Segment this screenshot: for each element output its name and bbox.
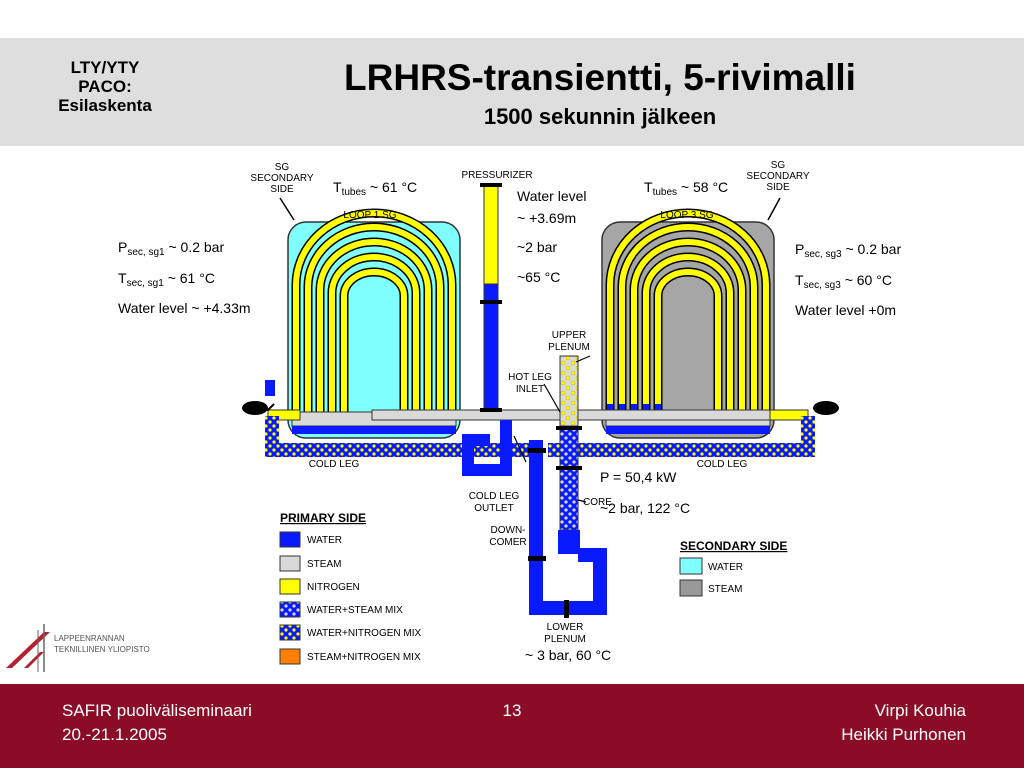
lower-plenum-state: ~ 3 bar, 60 °C: [525, 647, 611, 663]
legend-label: WATER: [708, 562, 743, 573]
legend-swatch-water: [279, 531, 301, 548]
pressurizer-water-level-value: ~ +3.69m: [517, 210, 576, 226]
cold-leg-outlet-loop-seal: [462, 420, 512, 476]
page-number: 13: [502, 701, 522, 720]
footer-event: SAFIR puoliväliseminaari: [62, 701, 252, 720]
legend-label: WATER+STEAM MIX: [307, 605, 403, 616]
downcomer-lower-plenum: [529, 440, 607, 615]
loop1-steam-generator: [287, 208, 461, 439]
core-power: P = 50,4 kW: [600, 469, 677, 485]
loop3-hot-leg-nitrogen: [769, 409, 809, 421]
pressurizer-temperature: ~65 °C: [517, 269, 560, 285]
loop1-hot-leg: [371, 409, 563, 421]
sg3-water-level: Water level +0m: [795, 302, 896, 318]
legend-label: WATER: [307, 535, 342, 546]
footer-author2: Heikki Purhonen: [841, 725, 966, 744]
pressurizer: [480, 183, 502, 412]
cold-leg-label-left: COLD LEG: [309, 459, 360, 470]
downcomer-label: DOWN-COMER: [489, 525, 526, 548]
title-bar: [0, 38, 1024, 146]
legend-swatch-steam: [279, 555, 301, 572]
legend-swatch-nitrogen: [279, 578, 301, 595]
legend-swatch-water-nitrogen: [279, 624, 301, 641]
logo-mark: [6, 632, 50, 668]
loop1-pump-seal: [265, 380, 275, 396]
legend-swatch-sec-steam: [679, 579, 703, 597]
legend-label: WATER+NITROGEN MIX: [307, 628, 422, 639]
pressurizer-pressure: ~2 bar: [517, 239, 557, 255]
footer-bar: SAFIR puoliväliseminaari 20.-21.1.2005 1…: [0, 684, 1024, 768]
legend-label: NITROGEN: [307, 582, 360, 593]
slide-title: LRHRS-transientti, 5-rivimalli: [344, 57, 856, 98]
slide-subtitle: 1500 sekunnin jälkeen: [483, 104, 717, 129]
core-state: ~2 bar, 122 °C: [600, 500, 690, 516]
legend-swatch-steam-nitrogen: [279, 648, 301, 665]
university-logo: LAPPEENRANNAN TEKNILLINEN YLIOPISTO: [6, 624, 150, 672]
tubes-temperature-right: Ttubes ~ 58 °C: [644, 179, 728, 198]
legend-label: STEAM: [708, 584, 742, 595]
header-left-line3: Esilaskenta: [58, 96, 152, 115]
primary-side-legend: PRIMARY SIDE WATER STEAM NITROGEN WATER+…: [279, 511, 422, 665]
logo-text-line1: LAPPEENRANNAN: [54, 634, 125, 643]
loop1-pump: [242, 401, 268, 415]
sg3-temperature: Tsec, sg3 ~ 60 °C: [795, 272, 892, 291]
loop1-sg-label: LOOP 1 SG: [343, 210, 396, 221]
sg1-pressure: Psec, sg1 ~ 0.2 bar: [118, 239, 224, 258]
sg1-temperature: Tsec, sg1 ~ 61 °C: [118, 270, 215, 289]
core: [559, 425, 579, 531]
legend-label: STEAM+NITROGEN MIX: [307, 652, 421, 663]
secondary-side-legend: SECONDARY SIDE WATER STEAM: [679, 539, 787, 597]
sg3-pressure: Psec, sg3 ~ 0.2 bar: [795, 241, 901, 260]
loop3-pump: [813, 401, 839, 415]
pressurizer-water-level: Water level: [517, 188, 587, 204]
secondary-legend-title: SECONDARY SIDE: [680, 539, 787, 553]
legend-swatch-water-steam: [279, 601, 301, 618]
logo-text-line2: TEKNILLINEN YLIOPISTO: [54, 645, 150, 654]
header-left-line2: PACO:: [78, 77, 132, 96]
tubes-temperature-left: Ttubes ~ 61 °C: [333, 179, 417, 198]
upper-plenum: [559, 355, 579, 427]
core-label: CORE: [583, 497, 612, 508]
loop1-hot-leg-nitrogen: [267, 409, 301, 421]
legend-label: STEAM: [307, 559, 341, 570]
loop3-steam-generator: [601, 208, 775, 439]
loop3-cold-leg: [548, 416, 815, 457]
loop3-sg-label: LOOP 3 SG: [660, 210, 713, 221]
footer-date: 20.-21.1.2005: [62, 725, 167, 744]
cold-leg-label-right: COLD LEG: [697, 459, 748, 470]
pressurizer-label: PRESSURIZER: [461, 170, 532, 181]
primary-legend-title: PRIMARY SIDE: [280, 511, 366, 525]
footer-author1: Virpi Kouhia: [874, 701, 966, 720]
sg1-water-level: Water level ~ +4.33m: [118, 300, 251, 316]
header-project-label: LTY/YTY PACO: Esilaskenta: [30, 58, 180, 115]
header-left-line1: LTY/YTY: [70, 58, 140, 77]
legend-swatch-sec-water: [679, 557, 703, 575]
